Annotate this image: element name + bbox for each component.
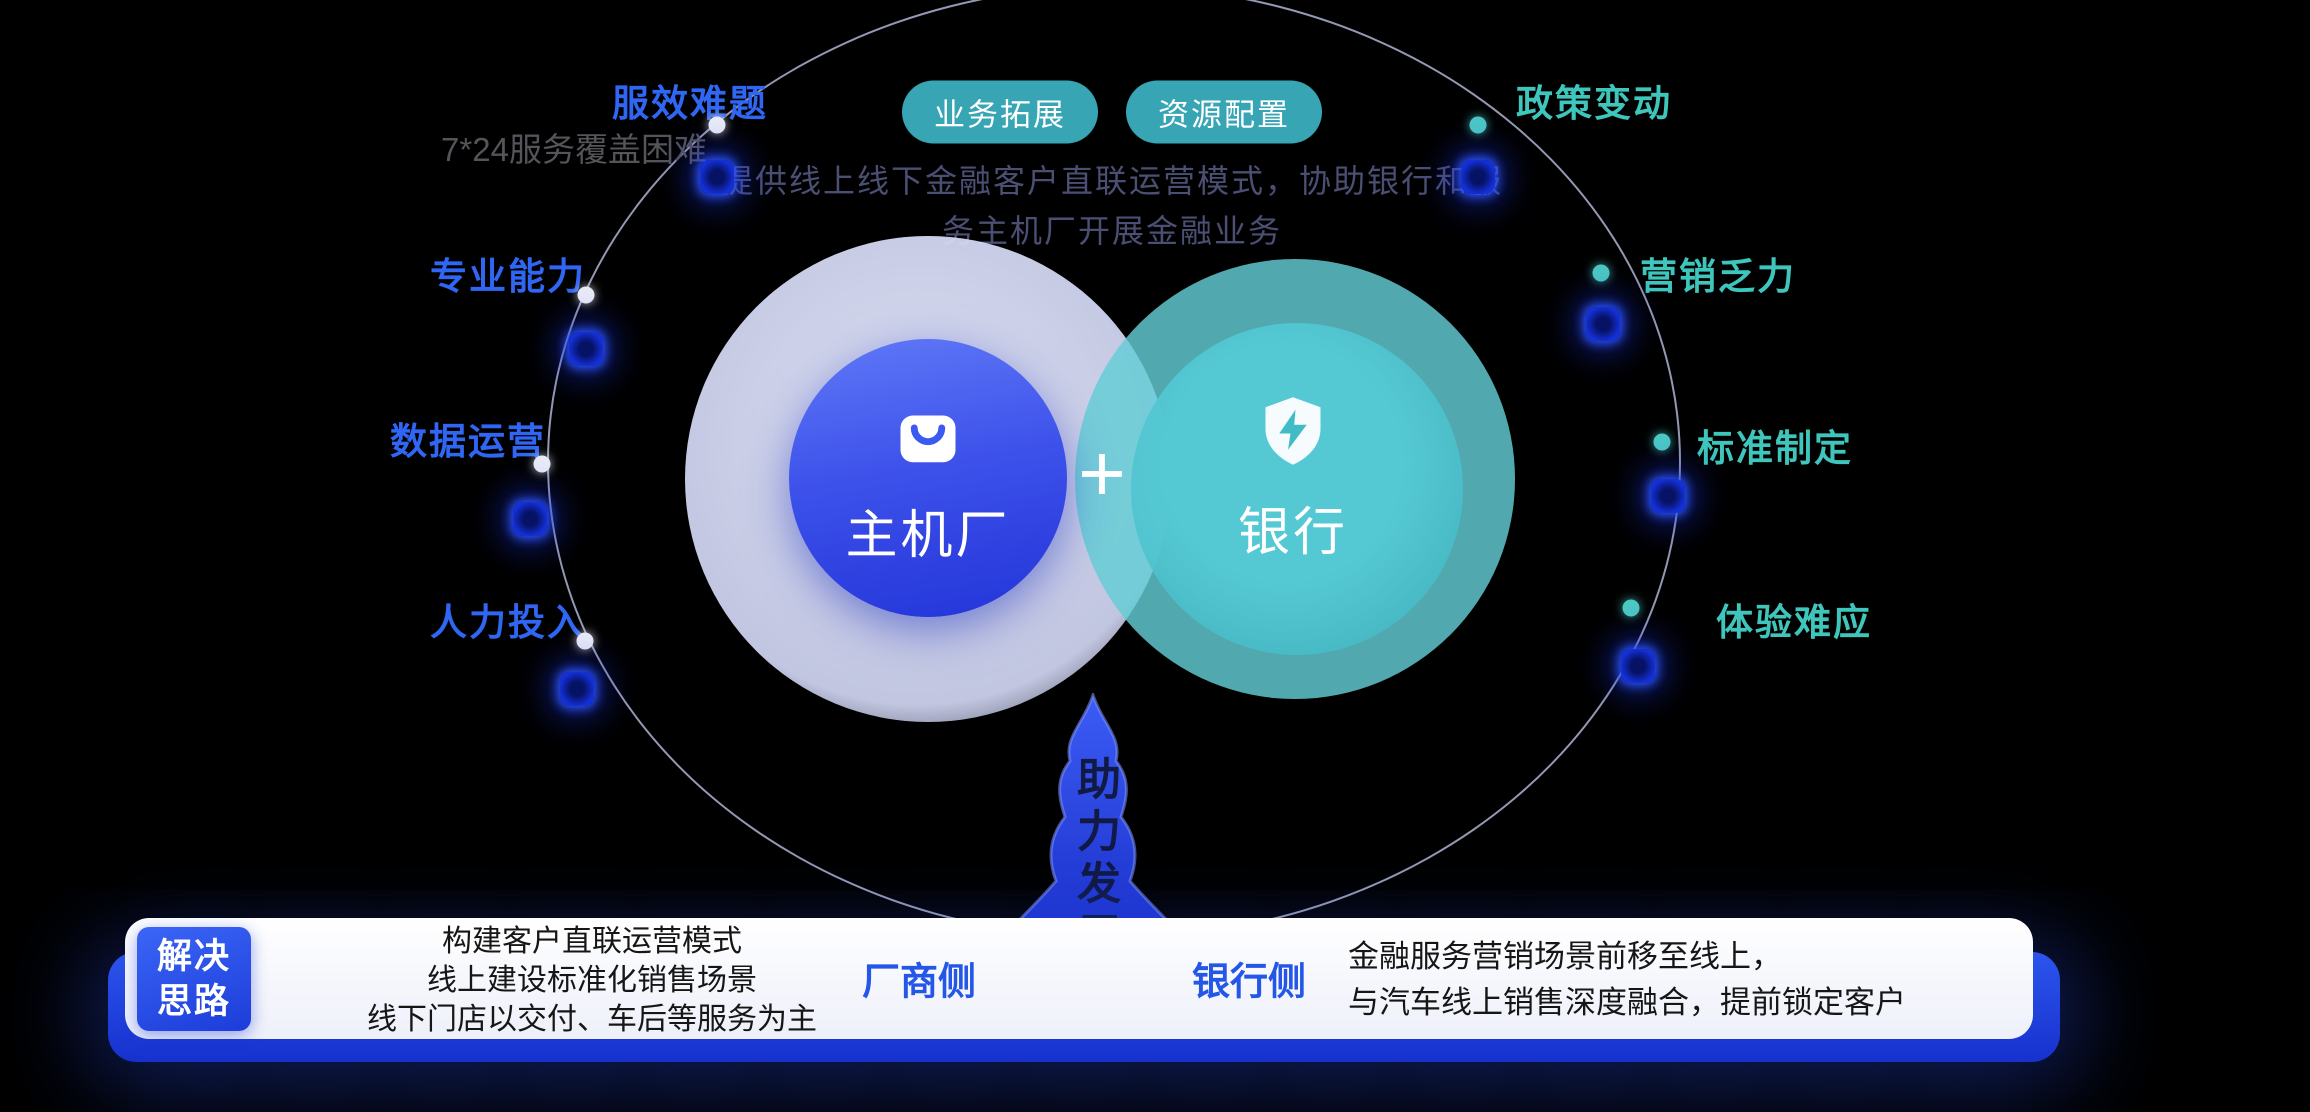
description-line-2: 务主机厂开展金融业务: [941, 213, 1283, 249]
glow-node: [513, 502, 547, 536]
oem-circle: 主机厂: [789, 339, 1067, 617]
glow-node: [560, 672, 594, 706]
solution-badge: 解决 思路: [137, 927, 251, 1031]
factory-solution-text: 构建客户直联运营模式 线上建设标准化销售场景 线下门店以交付、车后等服务为主: [367, 922, 817, 1039]
oem-label: 主机厂: [845, 507, 1011, 565]
orbit-node: [1653, 433, 1671, 451]
pain-point-service-efficiency: 服效难题: [612, 83, 768, 124]
pill-resource-allocation: 资源配置: [1126, 80, 1322, 144]
pain-point-manpower-input: 人力投入: [430, 602, 586, 643]
bank-label: 银行: [1237, 504, 1349, 562]
bank-solution-line-2: 与汽车线上销售深度融合，提前锁定客户: [1348, 985, 1906, 1020]
pain-point-policy-change: 政策变动: [1516, 83, 1672, 124]
pain-point-experience-adaptation: 体验难应: [1716, 602, 1872, 643]
pain-point-weak-marketing: 营销乏力: [1640, 256, 1796, 297]
solution-badge-line-1: 解决: [156, 936, 231, 976]
orbit-node: [1622, 599, 1640, 617]
glow-node: [1461, 160, 1495, 194]
pill-row: 业务拓展 资源配置: [902, 80, 1322, 144]
pain-point-standard-setting: 标准制定: [1697, 428, 1853, 469]
solution-badge-line-2: 思路: [156, 982, 231, 1021]
factory-solution-line-1: 构建客户直联运营模式: [442, 925, 742, 958]
glow-node: [1586, 307, 1620, 341]
orbit-node: [1592, 264, 1610, 282]
factory-solution-line-2: 线上建设标准化销售场景: [427, 964, 757, 997]
bank-side-label: 银行侧: [1191, 961, 1307, 1004]
orbit-node: [533, 455, 551, 473]
orbit-node: [576, 632, 594, 650]
factory-solution-line-3: 线下门店以交付、车后等服务为主: [367, 1003, 817, 1036]
pain-point-service-efficiency-sub: 7*24服务覆盖困难: [441, 131, 707, 168]
bank-solution-text: 金融服务营销场景前移至线上， 与汽车线上销售深度融合，提前锁定客户: [1348, 934, 1906, 1026]
glow-node: [1621, 649, 1655, 683]
pain-point-data-operation: 数据运营: [390, 421, 546, 462]
bank-content: 银行: [1238, 391, 1348, 565]
shield-lightning-icon: [1253, 391, 1333, 476]
plus-sign: +: [1078, 428, 1126, 519]
orbit-node: [1469, 116, 1487, 134]
shopping-bag-icon: [884, 388, 972, 481]
pill-business-expansion: 业务拓展: [902, 80, 1098, 144]
orbit-node: [577, 286, 595, 304]
bank-solution-line-1: 金融服务营销场景前移至线上，: [1348, 939, 1782, 974]
description-line-1: 提供线上线下金融客户直联运营模式，协助银行和服: [720, 163, 1504, 199]
glow-node: [569, 332, 603, 366]
factory-side-label: 厂商侧: [861, 961, 977, 1004]
pain-point-professional-ability: 专业能力: [430, 256, 586, 297]
glow-node: [1651, 479, 1685, 513]
glow-node: [700, 160, 734, 194]
solution-bar: [125, 918, 2033, 1039]
description-text: 提供线上线下金融客户直联运营模式，协助银行和服 务主机厂开展金融业务: [721, 156, 1503, 256]
bank-circle-inner: [1131, 323, 1463, 655]
orbit-node: [708, 116, 726, 134]
